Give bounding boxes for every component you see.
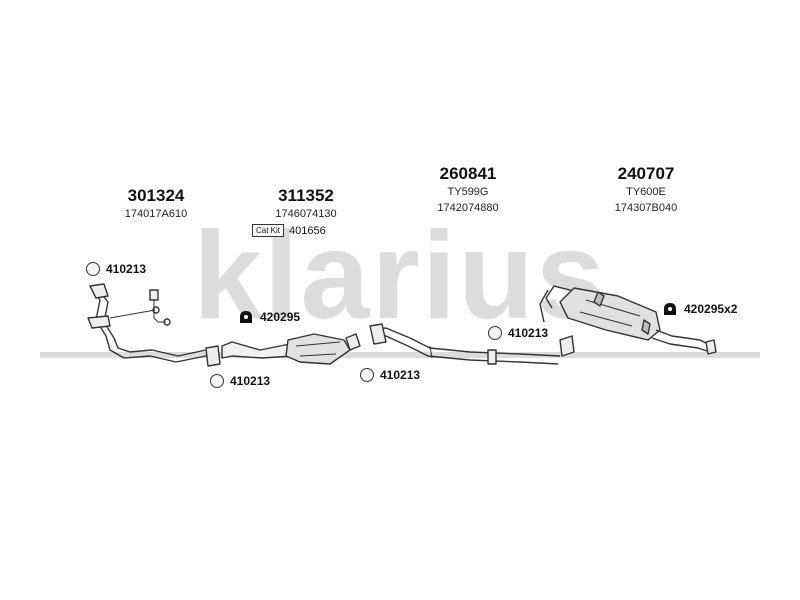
callout-mount-a: 420295 [238,310,300,324]
callout-label: 420295x2 [684,302,738,316]
part-reference: 1746074130 [275,208,337,220]
callout-ring-c: 410213 [360,368,420,382]
part-number: 311352 [278,186,334,205]
seal-ring-icon [210,374,224,388]
cat-kit-label: Cat Kit [252,224,285,237]
rubber-mount-icon [240,311,252,323]
part-number: 260841 [439,164,497,183]
callout-label: 420295 [260,310,301,324]
callout-mount-b: 420295x2 [662,302,737,316]
sensor [149,289,171,326]
part-reference: TY600E [626,186,666,198]
seal-ring-icon [86,262,100,276]
seal-ring-icon [360,368,374,382]
part-240707: 240707 TY600E 174307B040 [576,164,716,216]
cat-kit-badge: Cat Kit 401656 [252,224,326,237]
part-reference-2: 174307B040 [614,202,678,214]
part-311352: 311352 1746074130 [236,186,376,222]
rubber-mount-icon [664,303,676,315]
seal-ring-icon [488,326,502,340]
callout-label: 410213 [230,374,271,388]
watermark-underline [40,352,760,358]
rear-silencer [539,285,717,355]
callout-label: 410213 [106,262,147,276]
part-number: 301324 [127,186,185,205]
callout-ring-d: 410213 [488,326,548,340]
part-number: 240707 [617,164,675,183]
part-reference-2: 1742074880 [437,202,499,214]
callout-ring-b: 410213 [210,374,270,388]
part-301324: 301324 174017A610 [86,186,226,222]
callout-label: 410213 [508,326,549,340]
part-reference: TY599G [447,186,489,198]
part-reference: 174017A610 [124,208,188,220]
centre-pipe [369,323,575,365]
callout-ring-a: 410213 [86,262,146,276]
catalytic-converter [221,333,361,365]
part-260841: 260841 TY599G 1742074880 [398,164,538,216]
front-pipe [87,283,221,367]
callout-label: 410213 [380,368,421,382]
cat-kit-value: 401656 [289,224,326,237]
